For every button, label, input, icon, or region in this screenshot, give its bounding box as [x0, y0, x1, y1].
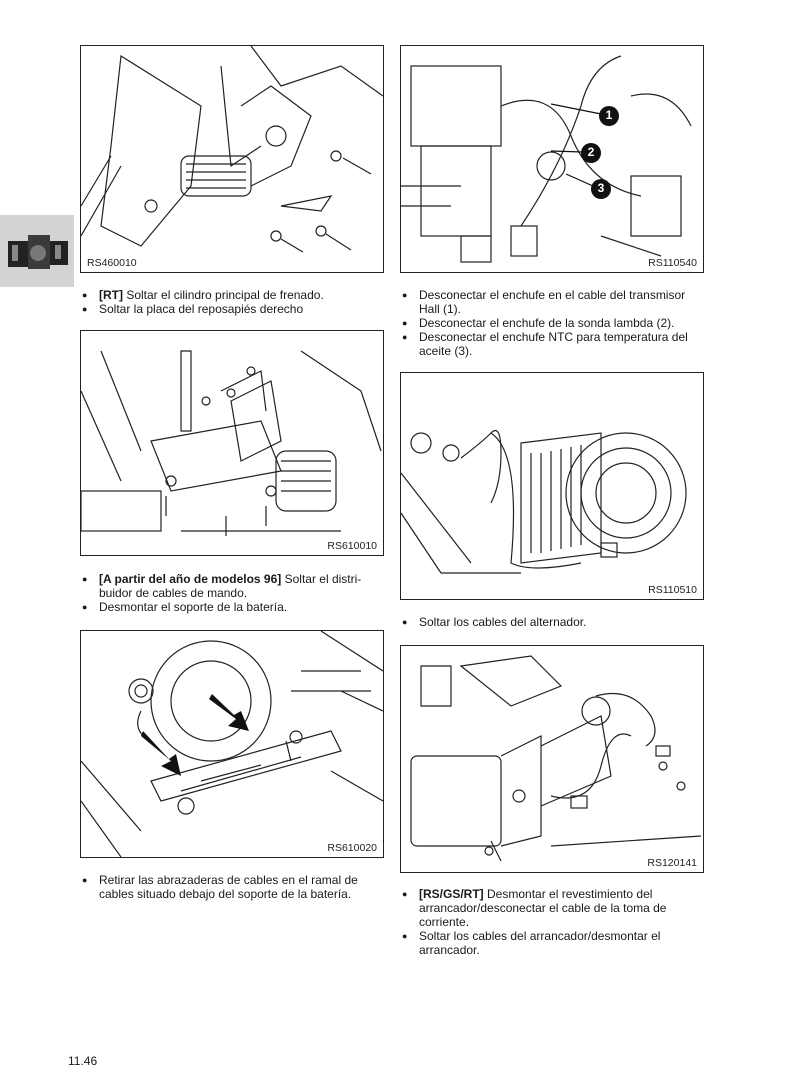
step-list: Desconectar el enchufe en el cable del t… — [400, 288, 702, 358]
callout-markers — [550, 103, 619, 199]
list-item: [RT] Soltar el cilindro principal de fre… — [80, 288, 382, 302]
page-number: 11.46 — [68, 1054, 98, 1068]
engine-thumbnail-icon — [8, 235, 68, 269]
bracket-illustration — [81, 350, 382, 536]
figure-code: RS460010 — [85, 257, 139, 269]
figure-code: RS610020 — [325, 842, 379, 854]
figure-engine-connectors: 1 2 3 RS110540 — [400, 45, 704, 273]
list-item: Desmontar el soporte de la batería. — [80, 600, 386, 614]
callout-3: 3 — [597, 181, 605, 195]
step-list: Soltar los cables del alternador. — [400, 615, 702, 629]
list-item: Desconectar el enchufe NTC para temperat… — [400, 330, 702, 358]
figure-code: RS110540 — [646, 257, 699, 269]
list-item: Retirar las abrazaderas de cables en el … — [80, 873, 386, 901]
figure-alternator: RS110510 — [400, 372, 704, 600]
arrow-markers — [141, 694, 249, 776]
starter-illustration — [410, 655, 702, 862]
figure-code: RS610010 — [325, 540, 379, 552]
step-list: [RS/GS/RT] Desmontar el revestimiento de… — [400, 887, 702, 957]
step-list: [A partir del año de modelos 96] Soltar … — [80, 572, 386, 614]
callout-1: 1 — [605, 108, 613, 122]
step-list: [RT] Soltar el cilindro principal de fre… — [80, 288, 382, 316]
list-item: [RS/GS/RT] Desmontar el revestimiento de… — [400, 887, 702, 929]
list-item: Soltar los cables del arrancador/desmont… — [400, 929, 702, 957]
figure-starter: RS120141 — [400, 645, 704, 873]
clamps-illustration — [81, 631, 383, 857]
step-list: Retirar las abrazaderas de cables en el … — [80, 873, 386, 901]
alternator-illustration — [401, 429, 687, 574]
figure-battery-bracket: RS610010 — [80, 330, 384, 556]
footrest-illustration — [81, 46, 383, 253]
figure-footrest-plate: RS460010 — [80, 45, 384, 273]
connectors-illustration — [401, 55, 692, 263]
list-item: Desconectar el enchufe en el cable del t… — [400, 288, 702, 316]
figure-code: RS120141 — [645, 857, 699, 869]
list-item: Soltar la placa del reposapiés derecho — [80, 302, 382, 316]
figure-cable-clamps: RS610020 — [80, 630, 384, 858]
section-tab — [0, 215, 74, 287]
callout-2: 2 — [587, 145, 595, 159]
list-item: Desconectar el enchufe de la sonda lambd… — [400, 316, 702, 330]
list-item: [A partir del año de modelos 96] Soltar … — [80, 572, 386, 600]
list-item: Soltar los cables del alternador. — [400, 615, 702, 629]
figure-code: RS110510 — [646, 584, 699, 596]
